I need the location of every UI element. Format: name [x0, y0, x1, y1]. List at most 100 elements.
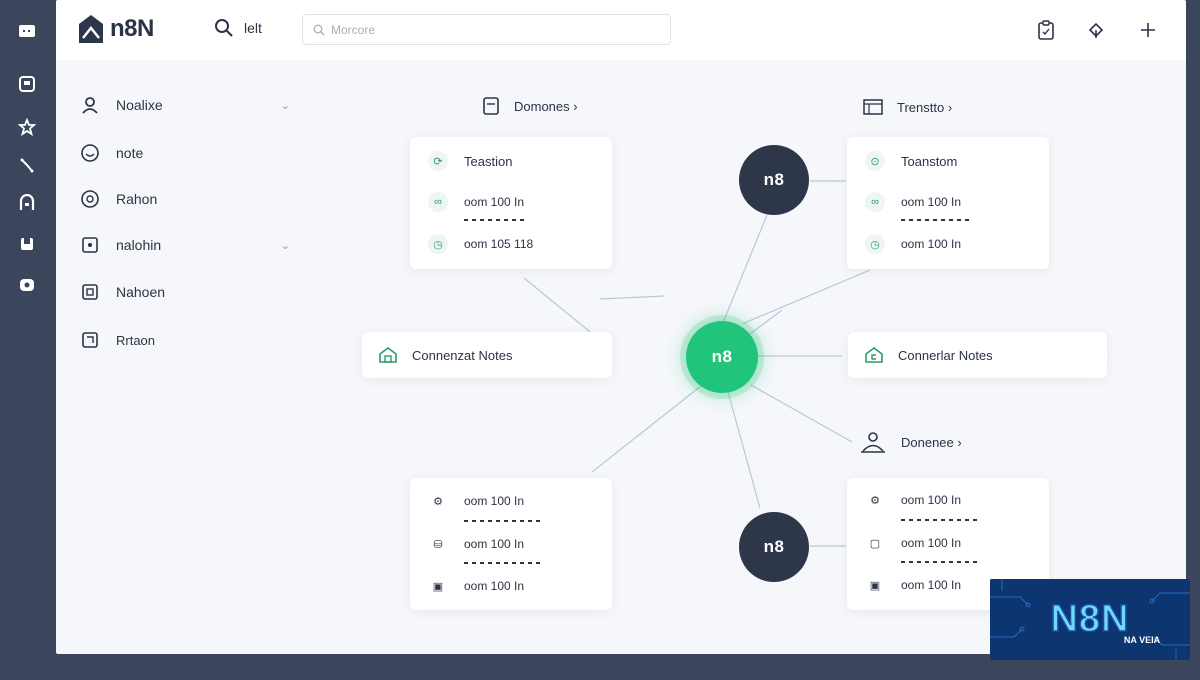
- pill-right-label: Connerlar Notes: [898, 347, 993, 363]
- smile-icon: [80, 143, 100, 163]
- list-item[interactable]: ▢ oom 100 In: [865, 533, 961, 553]
- header-mid-right-label: Donenee ›: [901, 434, 962, 450]
- add-icon[interactable]: [1136, 18, 1160, 42]
- node-label: n8: [763, 170, 785, 189]
- star-icon[interactable]: [16, 116, 38, 138]
- database-icon: ⛁: [433, 538, 443, 551]
- home-icon: [865, 347, 883, 363]
- home-icon: [379, 347, 397, 363]
- chat-icon[interactable]: [16, 274, 38, 296]
- sidebar-item-1[interactable]: note: [80, 139, 290, 167]
- sidebar: Noalixe ⌄ note Rahon nalohin ⌄ N: [56, 60, 296, 654]
- list-item[interactable]: ⟳ Teastion: [428, 151, 512, 171]
- divider: [901, 519, 981, 521]
- edge: [523, 277, 601, 341]
- frame-icon: [80, 282, 100, 302]
- square-dot-icon: [80, 235, 100, 255]
- card-row-label: Teastion: [464, 153, 513, 169]
- card-top-right[interactable]: ⊙ Toanstom ∞ oom 100 In ◷ oom 100 In: [847, 137, 1049, 269]
- list-item[interactable]: ⊙ Toanstom: [865, 151, 957, 171]
- circle-icon: [80, 189, 100, 209]
- sidebar-item-label: Rahon: [116, 191, 158, 207]
- workflow-canvas: Domones › Trenstto › Donenee › ⟳ Teastio…: [296, 60, 1186, 654]
- card-bottom-left[interactable]: ⚙ oom 100 In ⛁ oom 100 In ▣ oom 100 In: [410, 478, 612, 610]
- sidebar-item-2[interactable]: Rahon: [80, 185, 290, 213]
- node-top[interactable]: n8: [739, 145, 809, 215]
- card-top-left[interactable]: ⟳ Teastion ∞ oom 100 In ◷ oom 105 118: [410, 137, 612, 269]
- list-item[interactable]: ⚙ oom 100 In: [865, 490, 961, 510]
- header-top-right[interactable]: Trenstto ›: [863, 98, 952, 116]
- link-icon: ∞: [865, 192, 885, 212]
- card-row-label: oom 100 In: [464, 494, 525, 508]
- app-logo[interactable]: n8N: [78, 14, 154, 44]
- header-top-left-label: Domones ›: [514, 98, 578, 114]
- chevron-down-icon[interactable]: ⌄: [280, 239, 290, 252]
- timer-icon: ◷: [428, 234, 448, 254]
- link-icon: ∞: [428, 192, 448, 212]
- workflow-icon[interactable]: [16, 73, 38, 95]
- pill-left[interactable]: Connenzat Notes: [362, 332, 612, 378]
- list-item[interactable]: ⚙ oom 100 In: [428, 491, 524, 511]
- list-item[interactable]: ∞ oom 100 In: [865, 192, 961, 212]
- logo-icon: [79, 15, 103, 43]
- divider: [901, 561, 981, 563]
- header-top-right-label: Trenstto ›: [897, 99, 953, 115]
- robot-icon[interactable]: [16, 192, 38, 214]
- sidebar-item-label: Rrtaon: [116, 332, 156, 348]
- list-item[interactable]: ⛁ oom 100 In: [428, 534, 524, 554]
- card-row-label: oom 100 In: [901, 195, 962, 209]
- sidebar-item-label: Nahoen: [116, 284, 166, 300]
- edge: [591, 381, 707, 473]
- pill-left-label: Connenzat Notes: [412, 347, 513, 363]
- list-item[interactable]: ▣ oom 100 In: [865, 575, 961, 595]
- pill-right[interactable]: Connerlar Notes: [848, 332, 1107, 378]
- edge: [719, 214, 768, 331]
- clipboard-icon[interactable]: [1034, 18, 1058, 42]
- table-icon: [863, 99, 883, 115]
- top-bar: n8N lelt: [56, 0, 1186, 60]
- person-icon: [861, 432, 885, 453]
- trigger-icon: ⊙: [865, 151, 885, 171]
- node-label: n8: [763, 537, 785, 556]
- routing-icon[interactable]: [16, 155, 38, 177]
- watermark-text: N8N: [1050, 598, 1129, 640]
- card-row-label: oom 100 In: [901, 237, 962, 251]
- sidebar-item-3[interactable]: nalohin ⌄: [80, 231, 290, 259]
- user-icon: [80, 95, 100, 115]
- divider: [901, 219, 973, 221]
- list-item[interactable]: ◷ oom 100 In: [865, 234, 961, 254]
- list-item[interactable]: ◷ oom 105 118: [428, 234, 533, 254]
- list-item[interactable]: ▣ oom 100 In: [428, 576, 524, 596]
- card-row-label: oom 100 In: [901, 578, 962, 592]
- sidebar-item-label: Noalixe: [116, 97, 163, 113]
- node-bottom[interactable]: n8: [739, 512, 809, 582]
- card-row-label: oom 105 118: [464, 237, 534, 251]
- sidebar-item-4[interactable]: Nahoen: [80, 278, 290, 306]
- chevron-down-icon[interactable]: ⌄: [280, 99, 290, 112]
- search-trigger-label: lelt: [244, 20, 262, 36]
- card-row-label: oom 100 In: [901, 536, 962, 550]
- box-icon: ▣: [432, 580, 444, 593]
- card-row-label: oom 100 In: [464, 195, 525, 209]
- sidebar-item-0[interactable]: Noalixe ⌄: [80, 91, 290, 119]
- cube-icon[interactable]: [16, 233, 38, 255]
- divider: [464, 219, 528, 221]
- node-label: n8: [711, 347, 733, 366]
- pin-icon[interactable]: [1084, 18, 1108, 42]
- search-input[interactable]: [331, 22, 651, 37]
- sidebar-item-5[interactable]: Rrtaon: [80, 326, 290, 354]
- menu-icon[interactable]: [16, 20, 38, 42]
- list-item[interactable]: ∞ oom 100 In: [428, 192, 524, 212]
- search-box: [302, 14, 671, 45]
- frame-icon: [80, 330, 100, 350]
- node-center[interactable]: n8: [686, 321, 758, 393]
- logo-text: n8N: [110, 15, 154, 42]
- sidebar-item-label: nalohin: [116, 237, 162, 253]
- header-mid-right[interactable]: Donenee ›: [859, 430, 962, 454]
- edge: [750, 384, 853, 443]
- search-trigger[interactable]: lelt: [214, 18, 262, 38]
- document-icon: [483, 97, 499, 115]
- header-top-left[interactable]: Domones ›: [482, 96, 578, 116]
- divider: [464, 520, 544, 522]
- edge: [599, 295, 665, 300]
